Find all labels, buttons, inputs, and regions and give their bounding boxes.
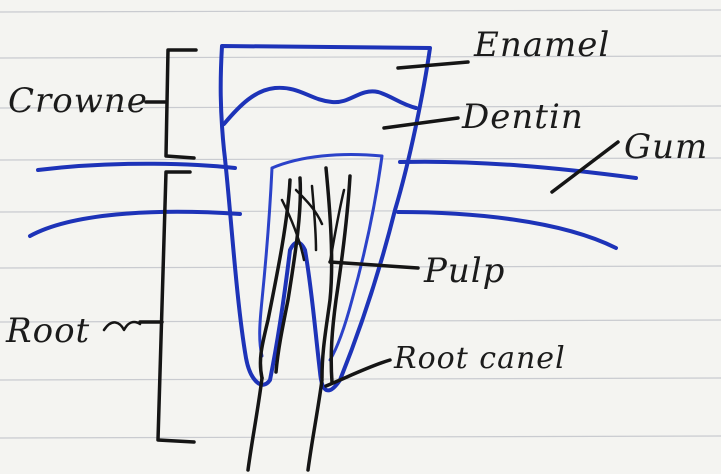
root-right-line [308,380,322,470]
label-crown: Crowne [8,81,148,121]
gum-line-lower [30,212,616,248]
label-pulp: Pulp [423,251,505,291]
gum-leader [552,142,618,192]
label-gum: Gum [624,127,708,167]
dentin-leader [384,118,458,128]
root-canal-leader [326,360,390,386]
notebook-rule-lines [0,10,721,438]
enamel-leader [398,62,468,68]
label-dentin: Dentin [461,97,584,137]
label-root: Root [5,311,90,351]
gum-line-upper [38,162,636,178]
crown-bracket [146,50,196,158]
root-label-scribble [104,322,140,330]
root-left-line [248,378,262,470]
label-root-canal: Root canel [393,341,566,376]
label-enamel: Enamel [473,25,610,65]
dentin-boundary [224,88,416,124]
